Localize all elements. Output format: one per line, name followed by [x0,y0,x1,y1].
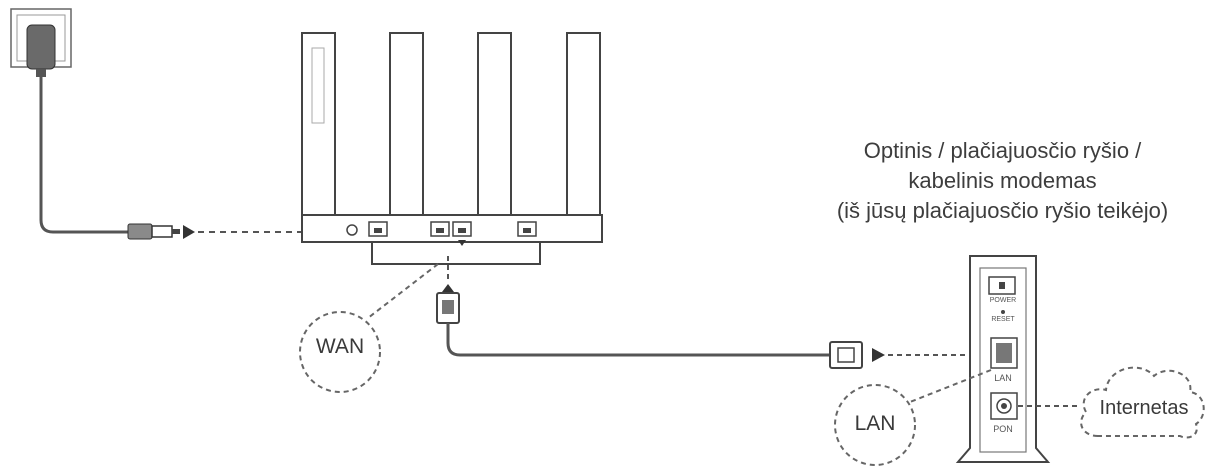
power-adapter-icon [26,24,56,77]
modem-power-label: POWER [989,297,1017,304]
modem-caption: Optinis / plačiajuosčio ryšio / kabelini… [800,136,1205,226]
internet-label: Internetas [1099,397,1189,419]
modem-pon-port [990,392,1018,420]
internet-cloud-icon [1080,366,1205,439]
power-plug-icon [127,223,180,240]
modem-arrow-icon [872,348,885,362]
ethernet-plug-modem-end [829,341,863,369]
router-lan-port-3 [517,221,537,237]
wan-callout-circle [299,311,381,393]
router-power-port [346,224,358,236]
wan-leader-line [367,263,439,319]
power-cable [39,77,128,234]
ethernet-plug-router-end [436,292,460,324]
modem-power-button [988,276,1016,295]
wan-callout-label: WAN [315,335,365,358]
wan-arrow-icon [442,284,454,292]
modem-caption-line-2: kabelinis modemas [908,168,1097,193]
wan-port-marker-icon [458,240,466,246]
modem-reset-label: RESET [991,316,1015,323]
router-body [301,32,603,265]
modem-pon-label: PON [993,424,1013,434]
modem-lan-port [990,337,1018,369]
modem-reset-hole [1001,310,1005,314]
router-lan-port-2 [430,221,450,237]
modem-caption-line-1: Optinis / plačiajuosčio ryšio / [863,138,1142,163]
router-wan-port [452,221,472,237]
router-lan-port-1 [368,221,388,237]
modem-lan-label: LAN [994,373,1012,383]
power-arrow-icon [183,225,195,239]
ethernet-cable [446,323,830,357]
lan-callout-circle [834,384,916,466]
lan-leader-line [909,369,992,403]
lan-callout-label: LAN [854,412,896,435]
modem-caption-line-3: (iš jūsų plačiajuosčio ryšio teikėjo) [836,198,1169,223]
